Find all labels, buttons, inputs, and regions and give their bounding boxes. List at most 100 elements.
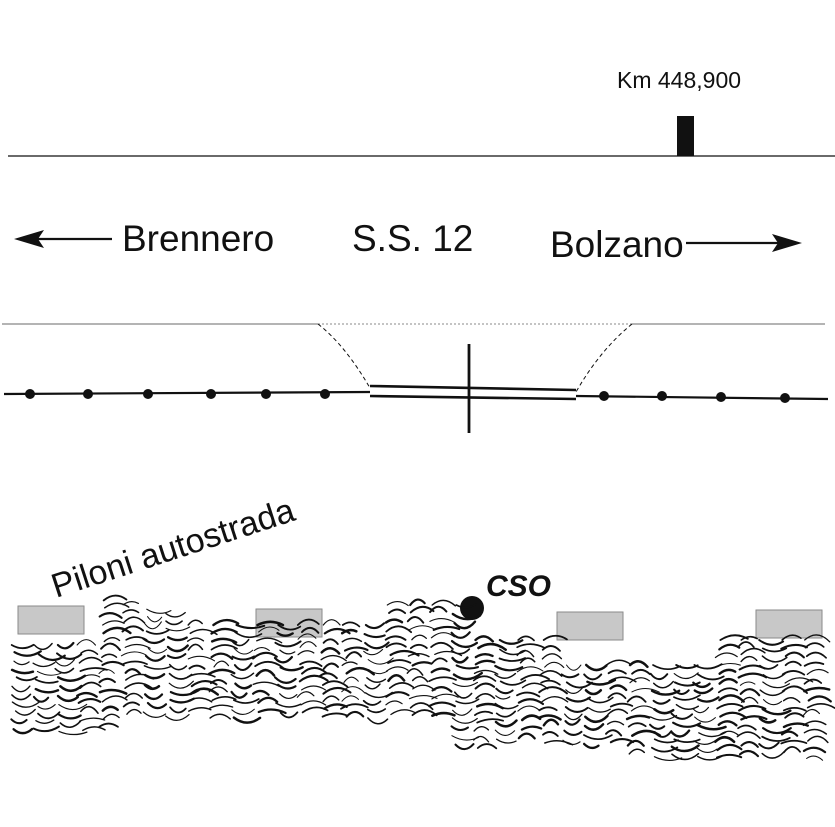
- terrain-stroke: [740, 696, 759, 704]
- terrain-stroke: [540, 679, 561, 686]
- terrain-stroke: [98, 668, 115, 675]
- terrain-stroke: [146, 616, 163, 623]
- terrain-stroke: [516, 691, 541, 698]
- terrain-stroke: [77, 697, 102, 704]
- terrain-stroke: [235, 623, 266, 630]
- terrain-stroke: [409, 643, 428, 650]
- terrain-stroke: [166, 644, 189, 653]
- terrain-stroke: [740, 655, 758, 663]
- terrain-stroke: [165, 626, 191, 632]
- terrain-stroke: [100, 642, 121, 651]
- terrain-stroke: [538, 706, 558, 712]
- terrain-stroke: [498, 657, 527, 662]
- terrain-stroke: [715, 753, 743, 759]
- terrain-stroke: [367, 657, 394, 665]
- terrain-stroke: [34, 687, 60, 694]
- terrain-stroke: [233, 647, 254, 655]
- terrain-stroke: [189, 687, 220, 696]
- terrain-stroke: [102, 626, 132, 635]
- terrain-stroke: [517, 698, 545, 706]
- terrain-stroke: [76, 639, 97, 646]
- terrain-stroke: [607, 669, 627, 675]
- terrain-stroke: [230, 690, 248, 699]
- terrain-stroke: [122, 701, 140, 708]
- terrain-stroke: [387, 673, 406, 682]
- terrain-stroke: [166, 636, 188, 642]
- terrain-stroke: [802, 720, 827, 727]
- terrain-stroke: [32, 661, 56, 668]
- terrain-stroke: [411, 634, 427, 641]
- terrain-stroke: [32, 725, 60, 733]
- terrain-stroke: [412, 684, 436, 691]
- terrain-stroke: [279, 693, 298, 700]
- terrain-stroke: [366, 677, 387, 683]
- terrain-stroke: [538, 686, 568, 695]
- terrain-stroke: [341, 621, 361, 628]
- terrain-stroke: [10, 643, 35, 650]
- terrain-stroke: [142, 637, 166, 645]
- terrain-stroke: [802, 708, 821, 717]
- terrain-stroke: [652, 698, 671, 705]
- terrain-stroke: [186, 637, 205, 642]
- terrain-stroke: [362, 699, 382, 706]
- terrain-stroke: [210, 652, 234, 660]
- terrain-stroke: [320, 654, 347, 662]
- terrain-stroke: [762, 727, 792, 735]
- terrain-stroke: [103, 637, 121, 643]
- terrain-stroke: [406, 668, 424, 676]
- terrain-stroke: [14, 708, 36, 716]
- terrain-stroke: [520, 725, 543, 731]
- terrain-stroke: [429, 618, 456, 624]
- terrain-stroke: [473, 669, 499, 675]
- terrain-stroke: [256, 620, 285, 627]
- terrain-stroke: [210, 627, 238, 635]
- terrain-stroke: [758, 741, 780, 750]
- terrain-stroke: [33, 642, 53, 651]
- terrain-stroke: [143, 693, 164, 701]
- terrain-stroke: [473, 726, 490, 732]
- terrain-stroke: [565, 664, 582, 671]
- terrain-stroke: [104, 602, 130, 609]
- pylons-label: Piloni autostrada: [47, 491, 300, 605]
- terrain-stroke: [452, 708, 473, 716]
- terrain-stroke: [98, 612, 123, 619]
- terrain-stroke: [717, 720, 738, 727]
- terrain-stroke: [672, 721, 702, 728]
- terrain-stroke: [213, 660, 230, 668]
- terrain-stroke: [409, 702, 434, 711]
- terrain-stroke: [322, 638, 339, 645]
- terrain-stroke: [145, 629, 170, 635]
- terrain-stroke: [164, 713, 190, 721]
- terrain-stroke: [781, 670, 806, 676]
- terrain-stroke: [761, 647, 788, 653]
- terrain-stroke: [79, 674, 101, 680]
- terrain-stroke: [431, 599, 457, 607]
- terrain-stroke: [784, 651, 805, 659]
- terrain-stroke: [188, 707, 212, 712]
- terrain-stroke: [430, 632, 455, 639]
- terrain-stroke: [803, 678, 823, 685]
- terrain-stroke: [233, 662, 253, 672]
- terrain-stroke: [582, 742, 600, 750]
- terrain-stroke: [122, 609, 140, 614]
- terrain-stroke: [430, 641, 454, 650]
- terrain-stroke: [782, 722, 810, 729]
- terrain-stroke: [782, 697, 801, 704]
- terrain-stroke: [322, 619, 341, 626]
- terrain-stroke: [698, 731, 727, 738]
- terrain-stroke: [385, 642, 407, 649]
- terrain-stroke: [209, 679, 228, 685]
- terrain-stroke: [166, 653, 187, 659]
- terrain-stroke: [605, 659, 632, 666]
- terrain-stroke: [762, 681, 790, 689]
- terrain-stroke: [341, 695, 360, 702]
- terrain-stroke: [451, 717, 478, 724]
- terrain-stroke: [211, 696, 237, 702]
- terrain-stroke: [564, 718, 581, 726]
- terrain-stroke: [321, 712, 349, 718]
- terrain-stroke: [187, 619, 203, 626]
- terrain-stroke: [692, 706, 710, 714]
- terrain-stroke: [340, 628, 358, 635]
- terrain-stroke: [121, 625, 144, 633]
